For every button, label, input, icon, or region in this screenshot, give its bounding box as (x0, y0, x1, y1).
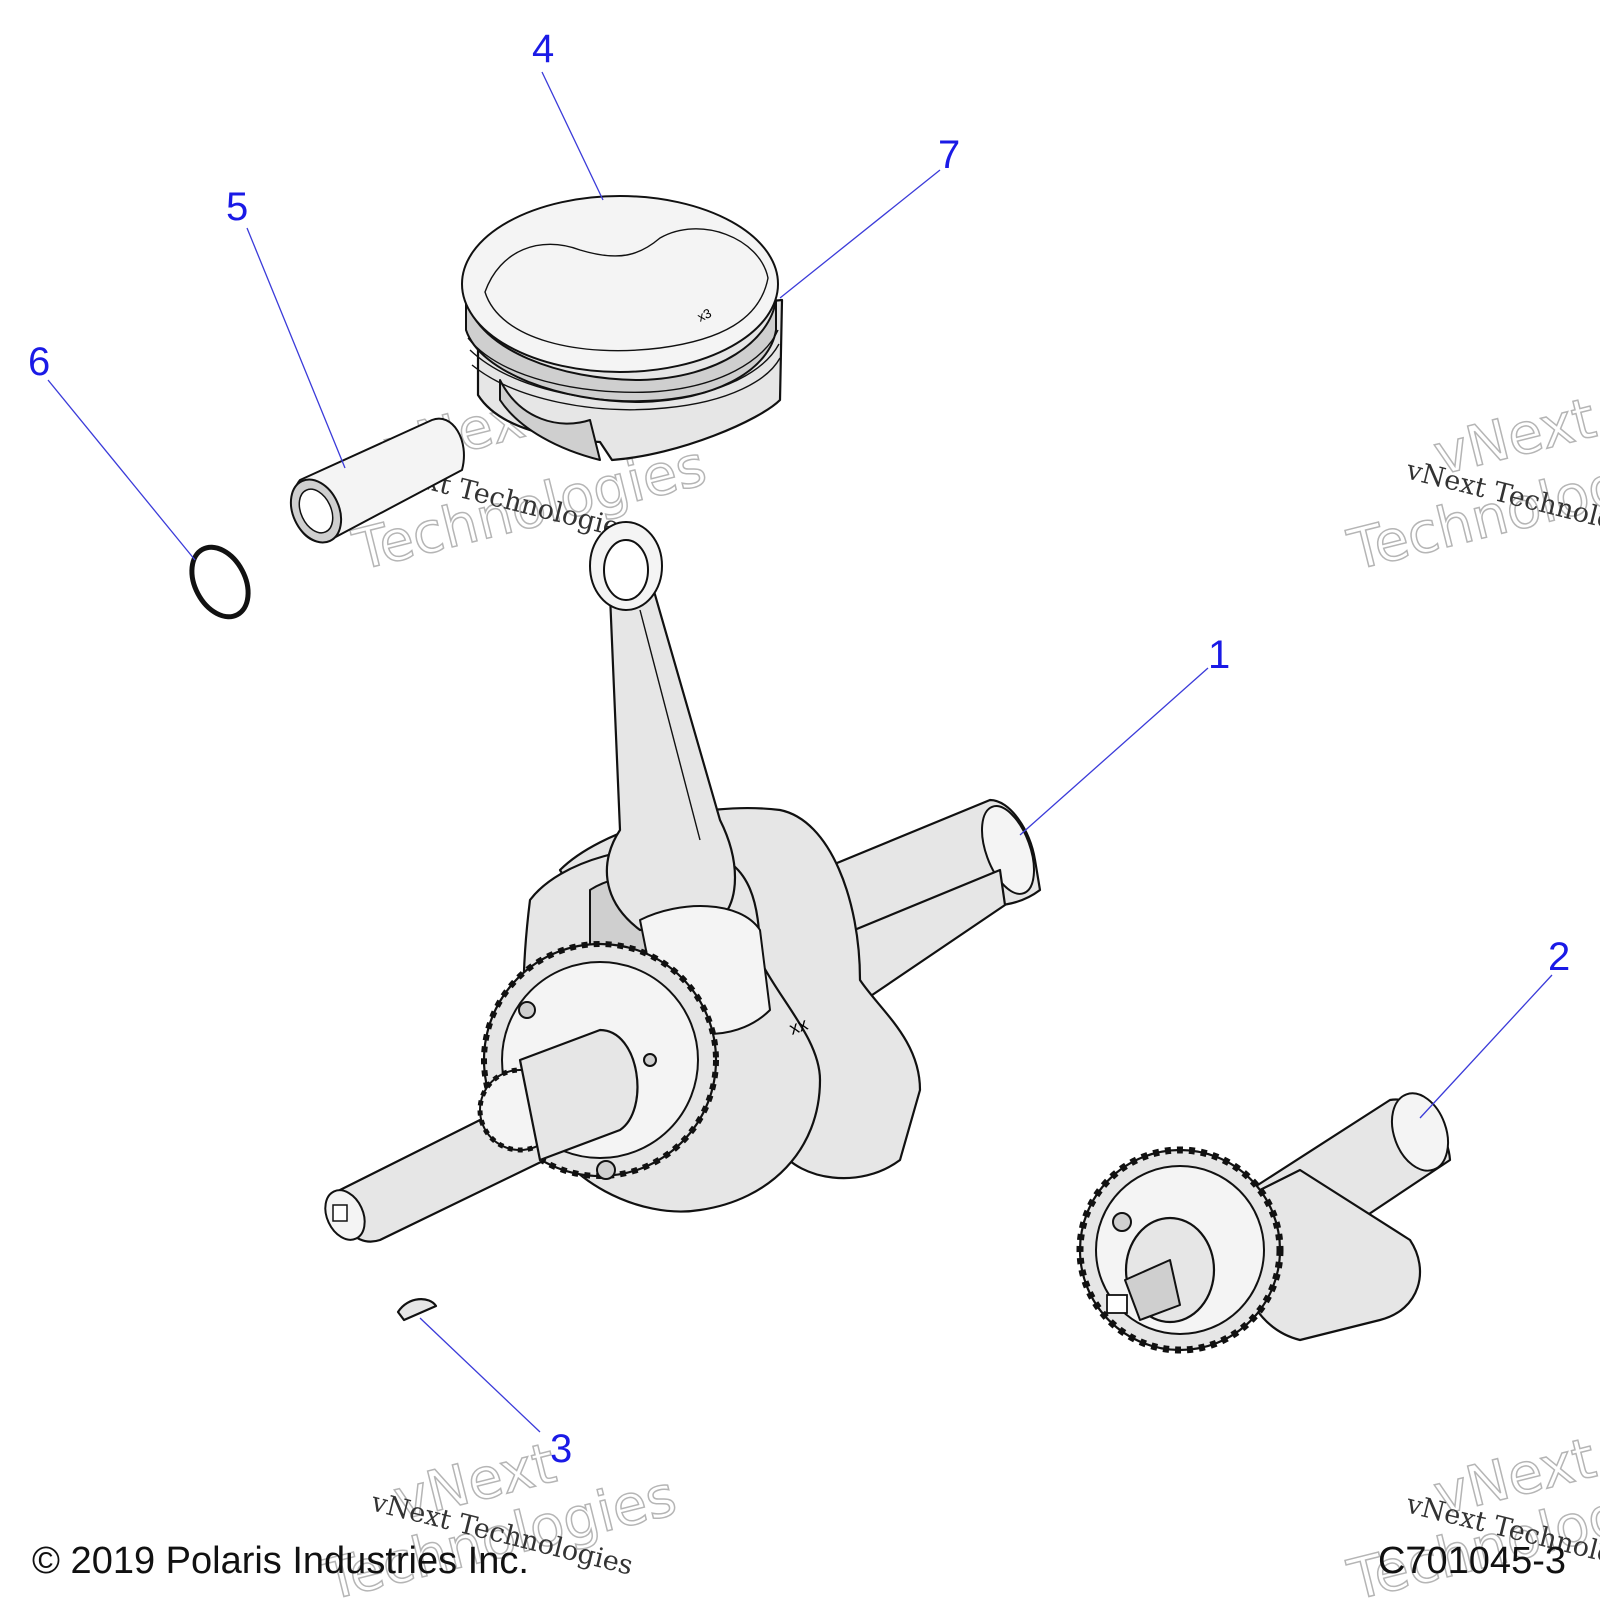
callout-4: 4 (532, 27, 554, 71)
circlip-part (189, 544, 251, 620)
leader-lines (47, 71, 1553, 1433)
callout-7: 7 (938, 133, 960, 177)
leader-2 (1419, 974, 1553, 1119)
callout-5: 5 (226, 185, 248, 229)
piston-pin-part (289, 417, 465, 544)
leader-4 (541, 71, 604, 201)
piston-mark: x3 (695, 305, 714, 324)
leader-1 (1019, 667, 1209, 836)
copyright-text: © 2019 Polaris Industries Inc. (32, 1540, 529, 1582)
callout-2: 2 (1548, 935, 1570, 979)
leader-3 (419, 1317, 541, 1433)
piston-part: x3 (461, 195, 784, 462)
drawing-id: C701045-3 (1377, 1540, 1566, 1582)
woodruff-key-part (396, 1298, 438, 1322)
watermark-top-right: Technologies vNext vNext Technologies (1341, 385, 1600, 584)
leader-6 (47, 379, 196, 561)
callout-6: 6 (28, 340, 50, 384)
callouts: 4 7 5 6 1 2 3 (28, 27, 1570, 1471)
crankshaft-part: xx (324, 521, 1042, 1243)
crank-mark: xx (787, 1014, 811, 1039)
leader-5 (246, 227, 346, 469)
balance-shaft-part (1076, 1092, 1452, 1354)
callout-3: 3 (550, 1427, 572, 1471)
leader-7 (779, 169, 941, 299)
callout-1: 1 (1208, 633, 1230, 677)
